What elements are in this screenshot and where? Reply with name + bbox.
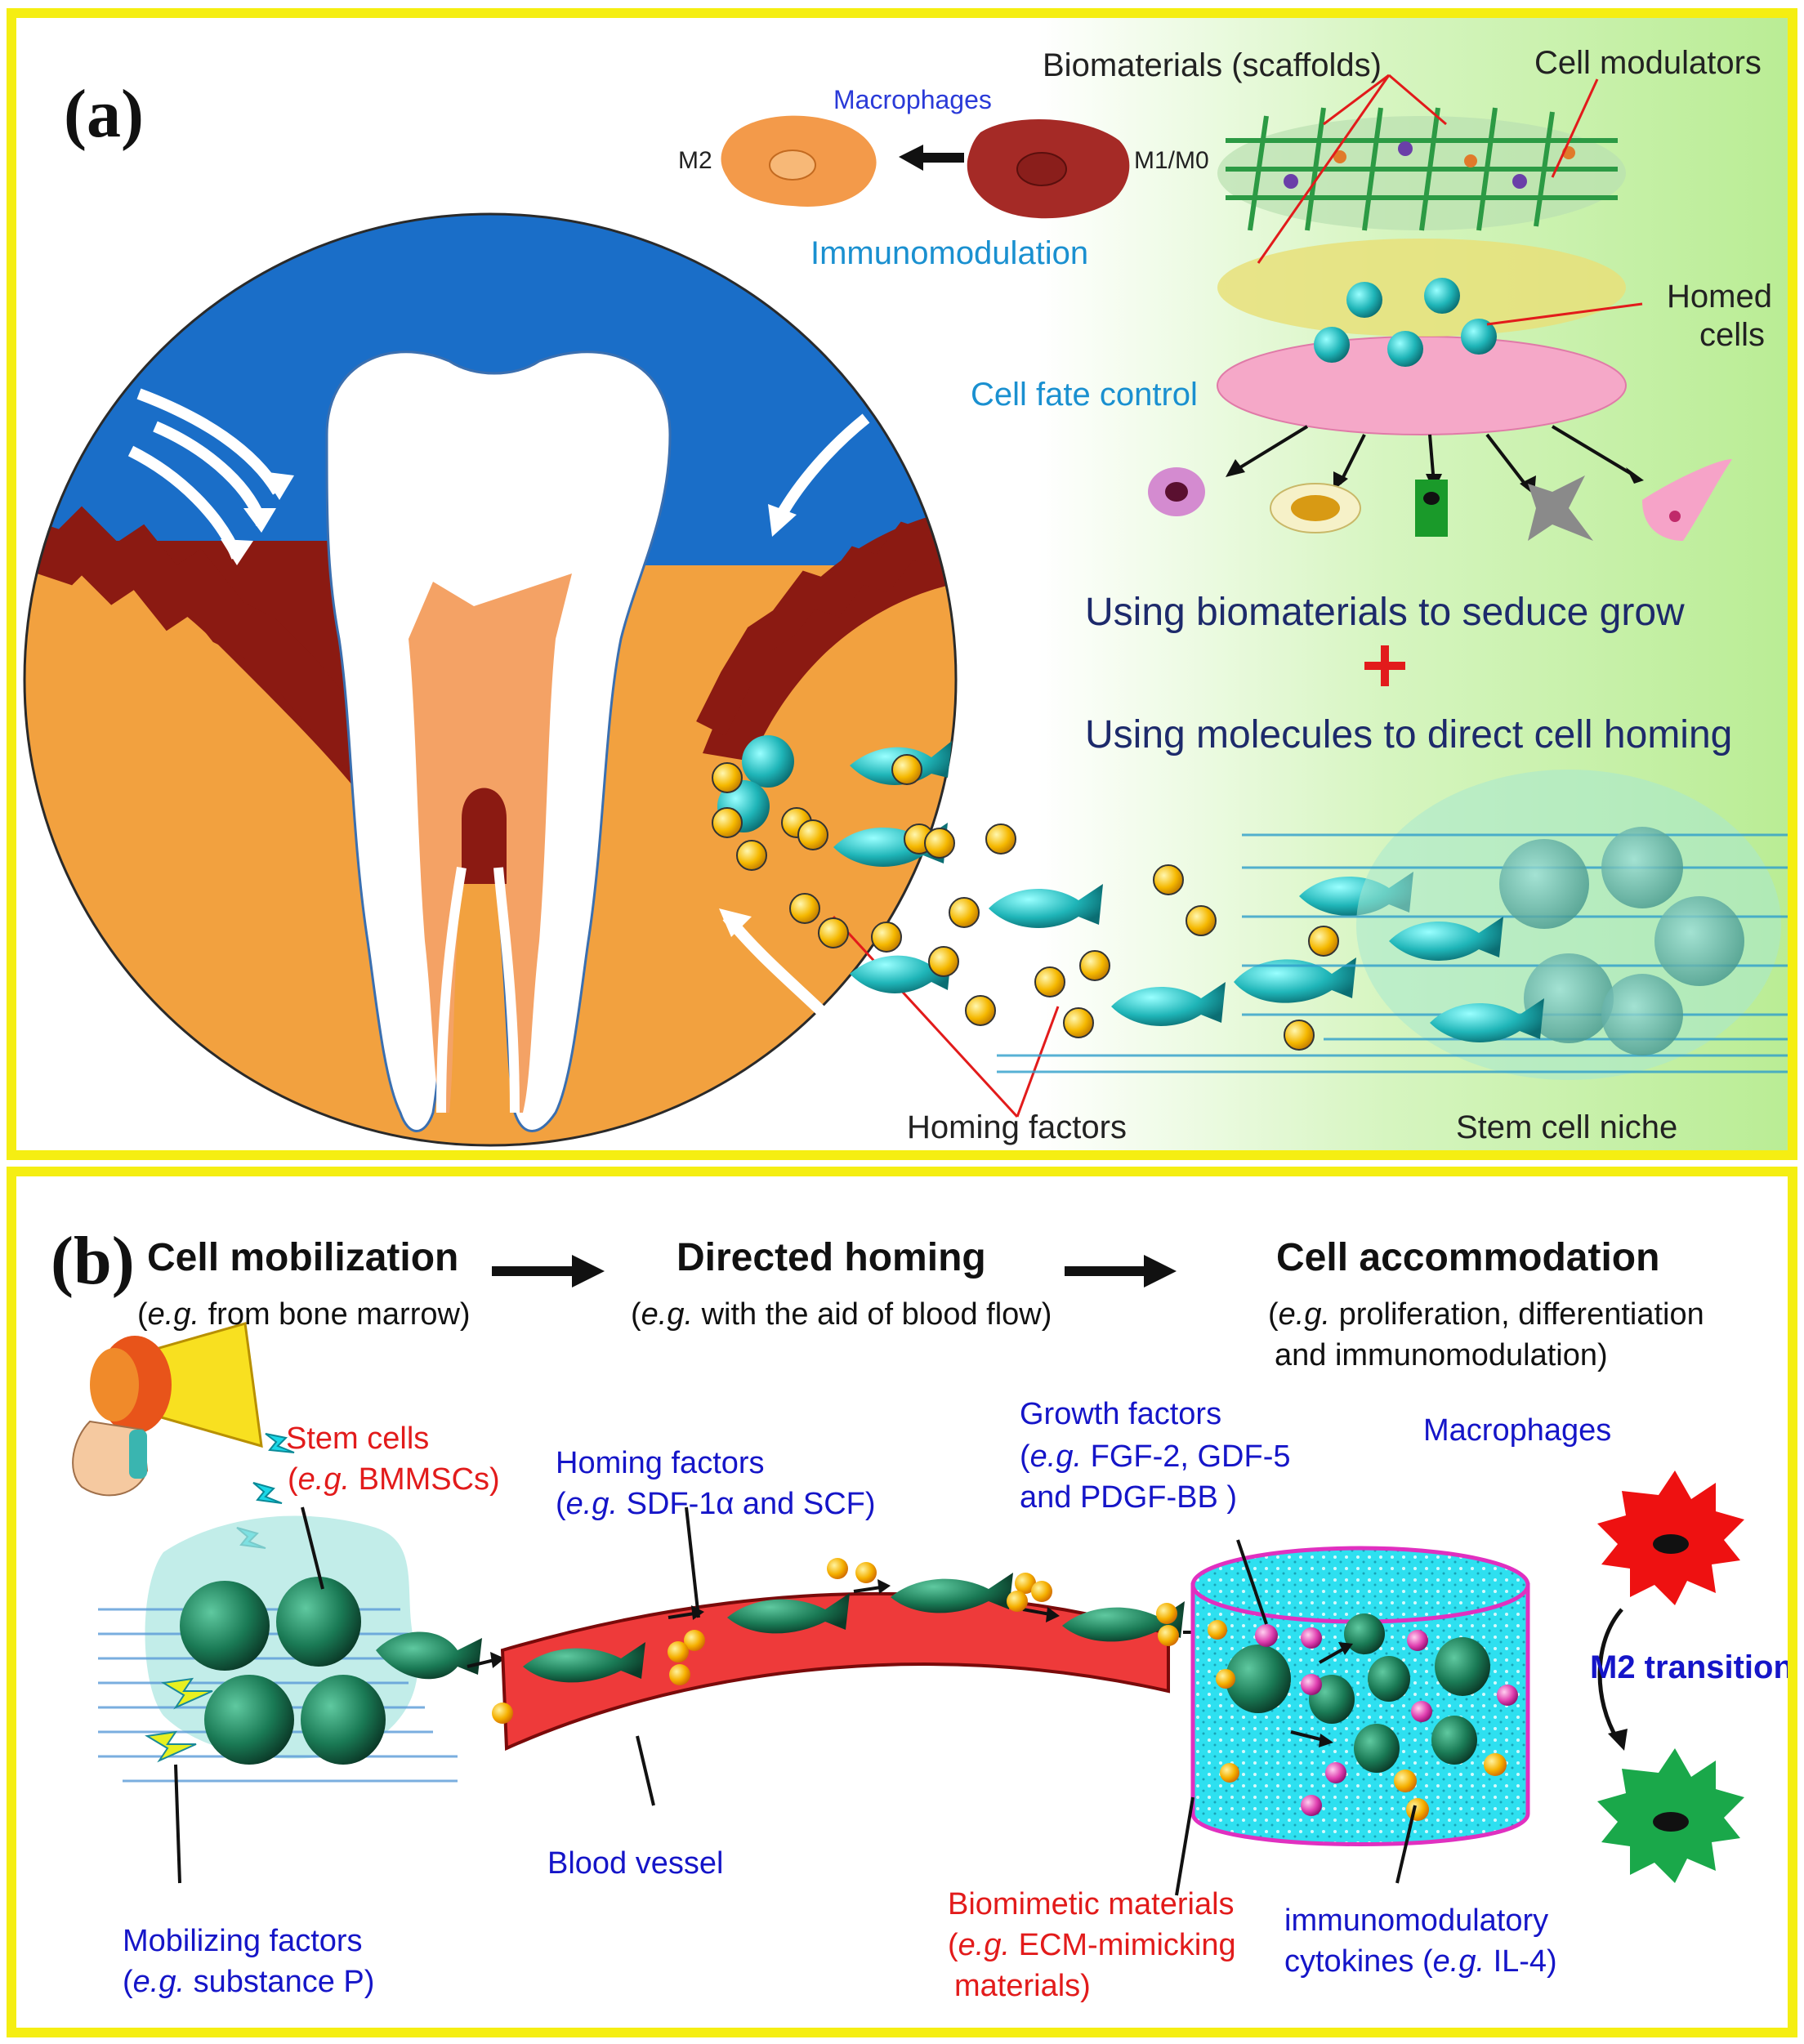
m2-transition-label: M2 transition xyxy=(1590,1649,1793,1685)
biomimetic-sub1-text: ECM-mimicking xyxy=(1010,1928,1236,1962)
mobilizing-factors-sub: (e.g. substance P) xyxy=(123,1965,375,1999)
homed-label: Homed xyxy=(1667,279,1772,315)
biomimetic-sub2: materials) xyxy=(954,1969,1091,2003)
cell-fate-label: Cell fate control xyxy=(971,377,1198,413)
differentiated-cells xyxy=(1148,459,1732,541)
panel-a-illustration xyxy=(23,74,1788,1147)
vessel-factors xyxy=(492,1558,1179,1724)
scaffold-cylinder xyxy=(1190,1546,1530,1846)
vessel-cells xyxy=(523,1573,1185,1683)
step3-eg: e.g. xyxy=(1278,1297,1331,1332)
macrophages-label-b: Macrophages xyxy=(1423,1413,1612,1448)
scaffold-layers xyxy=(1217,107,1627,435)
panel-a-letter: (a) xyxy=(64,76,144,152)
stem-cell-niche xyxy=(997,770,1788,1080)
panel-b: (b) Cell mobilization (e.g. from bone ma… xyxy=(7,1167,1797,2037)
stem-cells-sub-text: BMMSCs) xyxy=(350,1462,500,1497)
biomimetic-label: Biomimetic materials xyxy=(948,1887,1235,1921)
mobilizing-bolts xyxy=(145,1677,213,1763)
megaphone-icon xyxy=(72,1322,263,1497)
step1-sub: from bone marrow) xyxy=(199,1297,471,1332)
homing-eg: e.g. xyxy=(565,1487,618,1521)
growth-factors-label: Growth factors xyxy=(1020,1397,1222,1431)
stem-cell-niche-label: Stem cell niche xyxy=(1456,1109,1678,1145)
growth-sub1-text: FGF-2, GDF-5 xyxy=(1082,1439,1291,1474)
growth-factors-sub1: (e.g. FGF-2, GDF-5 xyxy=(1020,1439,1291,1474)
step2-subtitle: (e.g. with the aid of blood flow) xyxy=(631,1297,1052,1332)
step3-sub1: proliferation, differentiation xyxy=(1330,1297,1704,1332)
macrophages-label: Macrophages xyxy=(833,85,992,114)
panel-b-illustration xyxy=(72,1255,1744,1896)
step1-subtitle: (e.g. from bone marrow) xyxy=(137,1297,471,1332)
m2-transition-arrow xyxy=(1597,1608,1628,1751)
homing-factors-label-b: Homing factors xyxy=(556,1446,765,1480)
macrophage-green xyxy=(1597,1748,1744,1883)
cytokines-label-1: immunomodulatory xyxy=(1284,1903,1549,1938)
stem-cells-sub: (e.g. BMMSCs) xyxy=(288,1462,500,1497)
mobilizing-factors-label: Mobilizing factors xyxy=(123,1924,363,1958)
biomimetic-eg: e.g. xyxy=(958,1928,1011,1962)
plus-sign xyxy=(1364,645,1405,686)
step1-title: Cell mobilization xyxy=(147,1236,459,1279)
homing-factors-label: Homing factors xyxy=(907,1109,1127,1145)
cell-modulators-label: Cell modulators xyxy=(1534,45,1762,81)
macrophage-m2 xyxy=(721,115,877,207)
immunomodulation-label: Immunomodulation xyxy=(810,235,1089,271)
flow-arrows xyxy=(668,1579,1211,1640)
biomimetic-sub1: (e.g. ECM-mimicking xyxy=(948,1928,1236,1962)
panel-b-letter: (b) xyxy=(51,1223,135,1299)
step3-subtitle-2: and immunomodulation) xyxy=(1275,1338,1608,1372)
seduce-grow-line: Using biomaterials to seduce grow xyxy=(1085,591,1685,634)
bone-marrow-cluster xyxy=(98,1515,482,1783)
homing-sub-text: SDF-1α and SCF) xyxy=(618,1487,876,1521)
direct-homing-line: Using molecules to direct cell homing xyxy=(1085,713,1733,756)
mobilizing-sub-text: substance P) xyxy=(185,1965,375,1999)
cytokines-text: cytokines ( xyxy=(1284,1944,1433,1979)
biomaterials-label: Biomaterials (scaffolds) xyxy=(1043,47,1382,83)
step2-sub: with the aid of blood flow) xyxy=(693,1297,1052,1332)
macrophage-m1m0 xyxy=(967,118,1130,219)
step2-eg: e.g. xyxy=(641,1297,694,1332)
step1-eg: e.g. xyxy=(147,1297,200,1332)
m1m0-label: M1/M0 xyxy=(1134,147,1209,174)
differentiation-arrows xyxy=(1232,425,1636,489)
cells-label: cells xyxy=(1699,317,1766,353)
blood-vessel-label: Blood vessel xyxy=(547,1846,724,1881)
growth-factors-sub2: and PDGF-BB ) xyxy=(1020,1480,1238,1515)
blood-vessel xyxy=(500,1506,1170,1806)
stem-cells-label: Stem cells xyxy=(286,1421,430,1456)
panel-b-pointers xyxy=(1175,1539,1417,1896)
homed-cells xyxy=(1314,278,1497,367)
step3-subtitle-1: (e.g. proliferation, differentiation xyxy=(1268,1297,1704,1332)
cytokines-sub: IL-4) xyxy=(1485,1944,1557,1979)
homing-factors-sub: (e.g. SDF-1α and SCF) xyxy=(556,1487,876,1521)
homing-factor-particles xyxy=(712,754,1339,1051)
leader-lines xyxy=(832,74,1643,1118)
m2-label: M2 xyxy=(678,147,712,174)
mobilizing-eg: e.g. xyxy=(132,1965,185,1999)
stem-cells-eg: e.g. xyxy=(297,1462,351,1497)
step2-title: Directed homing xyxy=(676,1236,986,1279)
growth-eg: e.g. xyxy=(1029,1439,1083,1474)
panel-a: (a) Macrophages M2 M1/M0 Immunomodulatio… xyxy=(7,8,1797,1160)
cytokines-eg: e.g. xyxy=(1432,1944,1485,1979)
cytokines-label-2: cytokines (e.g. IL-4) xyxy=(1284,1944,1557,1980)
step-arrows xyxy=(492,1255,1177,1288)
step3-title: Cell accommodation xyxy=(1276,1236,1660,1279)
macrophage-red xyxy=(1597,1471,1744,1605)
